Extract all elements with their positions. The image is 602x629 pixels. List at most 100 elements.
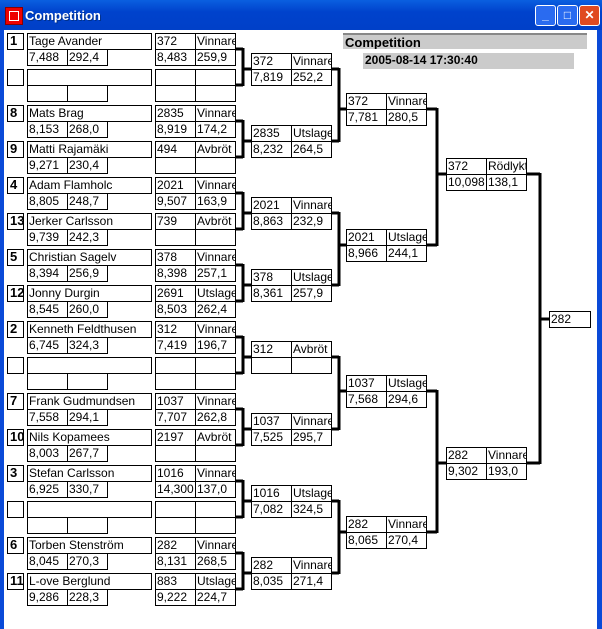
round2-result-id: 312 xyxy=(251,341,292,358)
round2-result-status: Vinnare xyxy=(291,557,332,574)
seed-box: 6 xyxy=(7,537,24,554)
maximize-button[interactable]: □ xyxy=(557,5,578,26)
competitor-time: 6,745 xyxy=(27,337,68,354)
seed-box: 7 xyxy=(7,393,24,410)
round3-result-status: Vinnare xyxy=(386,516,427,533)
competitor-time: 8,153 xyxy=(27,121,68,138)
round2-result-speed: 232,9 xyxy=(291,213,332,230)
round2-result-status: Vinnare xyxy=(291,53,332,70)
round3-result-time: 7,568 xyxy=(346,391,387,408)
round3-result-id: 2021 xyxy=(346,229,387,246)
round3-result-status: Utslagen xyxy=(386,229,427,246)
seed-box: 9 xyxy=(7,141,24,158)
round3-result-speed: 244,1 xyxy=(386,245,427,262)
competitor-speed: 242,3 xyxy=(67,229,108,246)
seed-box xyxy=(7,501,24,518)
round3-result-status: Vinnare xyxy=(386,93,427,110)
title-bar[interactable]: Competition _ □ ✕ xyxy=(0,0,602,30)
competitor-name: Matti Rajamäki xyxy=(27,141,152,158)
round2-result-status: Vinnare xyxy=(291,197,332,214)
round4-result-speed: 193,0 xyxy=(486,463,527,480)
round3-result-time: 8,966 xyxy=(346,245,387,262)
round1-result-id: 312 xyxy=(155,321,196,338)
round2-result-id: 1016 xyxy=(251,485,292,502)
round2-result-id: 282 xyxy=(251,557,292,574)
seed-box: 11 xyxy=(7,573,24,590)
seed-box: 8 xyxy=(7,105,24,122)
seed-box: 1 xyxy=(7,33,24,50)
round1-result-speed: 257,1 xyxy=(195,265,236,282)
round1-result-speed xyxy=(195,229,236,246)
window-border-right xyxy=(597,30,602,629)
round2-result-time: 7,525 xyxy=(251,429,292,446)
round1-result-speed: 174,2 xyxy=(195,121,236,138)
round1-result-status: Vinnare xyxy=(195,465,236,482)
round1-result-speed: 224,7 xyxy=(195,589,236,606)
round3-result-status: Utslagen xyxy=(386,375,427,392)
round1-result-status: Vinnare xyxy=(195,321,236,338)
round1-result-time xyxy=(155,517,196,534)
competitor-time xyxy=(27,517,68,534)
round2-result-time: 8,232 xyxy=(251,141,292,158)
round1-result-status: Avbröt xyxy=(195,213,236,230)
round1-result-speed: 137,0 xyxy=(195,481,236,498)
seed-box: 12 xyxy=(7,285,24,302)
round1-result-id: 2691 xyxy=(155,285,196,302)
round1-result-id: 2021 xyxy=(155,177,196,194)
round2-result-id: 2835 xyxy=(251,125,292,142)
round2-result-speed: 271,4 xyxy=(291,573,332,590)
competitor-name xyxy=(27,357,152,374)
competitor-time: 9,739 xyxy=(27,229,68,246)
round1-result-id: 739 xyxy=(155,213,196,230)
competitor-name: Nils Kopamees xyxy=(27,429,152,446)
round1-result-status xyxy=(195,69,236,86)
round1-result-id: 494 xyxy=(155,141,196,158)
minimize-button[interactable]: _ xyxy=(535,5,556,26)
competitor-speed: 256,9 xyxy=(67,265,108,282)
round1-result-status: Utslagen xyxy=(195,573,236,590)
round4-result-id: 282 xyxy=(446,447,487,464)
round1-result-speed xyxy=(195,85,236,102)
round1-result-status xyxy=(195,501,236,518)
window-title: Competition xyxy=(25,8,101,23)
round2-result-speed: 257,9 xyxy=(291,285,332,302)
round4-result-status: Vinnare xyxy=(486,447,527,464)
competitor-time: 8,394 xyxy=(27,265,68,282)
round1-result-time: 14,300 xyxy=(155,481,196,498)
round2-result-time: 8,863 xyxy=(251,213,292,230)
round2-result-status: Utslagen xyxy=(291,125,332,142)
round1-result-time xyxy=(155,157,196,174)
round1-result-speed: 262,8 xyxy=(195,409,236,426)
round1-result-id: 282 xyxy=(155,537,196,554)
competitor-name: Torben Stenström xyxy=(27,537,152,554)
round1-result-speed xyxy=(195,373,236,390)
competitor-speed xyxy=(67,373,108,390)
round2-result-id: 1037 xyxy=(251,413,292,430)
competitor-time: 7,488 xyxy=(27,49,68,66)
round1-result-id: 883 xyxy=(155,573,196,590)
round1-result-time: 8,398 xyxy=(155,265,196,282)
round2-result-status: Avbröt xyxy=(291,341,332,358)
round2-result-time: 8,361 xyxy=(251,285,292,302)
round2-result-time: 7,819 xyxy=(251,69,292,86)
close-button[interactable]: ✕ xyxy=(579,5,600,26)
competitor-name: Jonny Durgin xyxy=(27,285,152,302)
round1-result-time xyxy=(155,229,196,246)
round2-result-status: Utslagen xyxy=(291,269,332,286)
round1-result-time xyxy=(155,85,196,102)
competitor-time: 8,545 xyxy=(27,301,68,318)
round1-result-status: Vinnare xyxy=(195,177,236,194)
seed-box: 2 xyxy=(7,321,24,338)
competition-header: Competition xyxy=(343,33,587,49)
seed-box: 5 xyxy=(7,249,24,266)
round2-result-speed: 295,7 xyxy=(291,429,332,446)
competitor-name: Kenneth Feldthusen xyxy=(27,321,152,338)
round2-result-time: 7,082 xyxy=(251,501,292,518)
round3-result-speed: 294,6 xyxy=(386,391,427,408)
round1-result-time: 7,419 xyxy=(155,337,196,354)
round1-result-status: Vinnare xyxy=(195,393,236,410)
competitor-name: Jerker Carlsson xyxy=(27,213,152,230)
seed-box: 4 xyxy=(7,177,24,194)
round2-result-id: 2021 xyxy=(251,197,292,214)
competitor-name xyxy=(27,501,152,518)
